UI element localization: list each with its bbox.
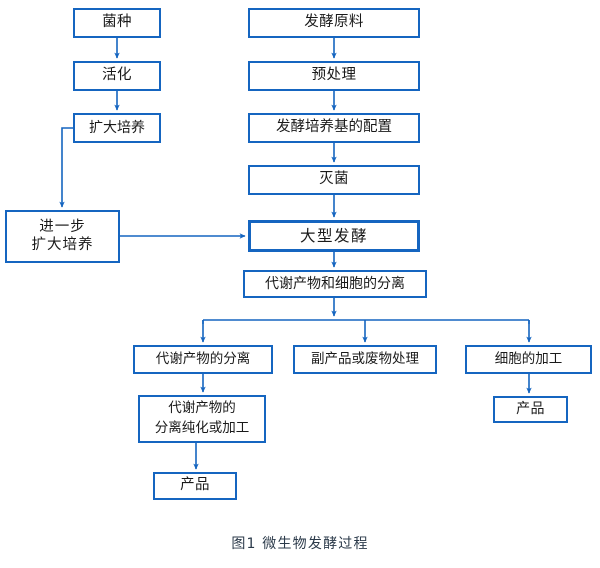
node-pretreatment[interactable]: 预处理 (248, 61, 420, 91)
node-separation[interactable]: 代谢产物和细胞的分离 (243, 270, 427, 298)
figure-caption: 图1 微生物发酵过程 (231, 536, 369, 552)
node-cell-processing[interactable]: 细胞的加工 (465, 345, 592, 374)
node-medium-prep[interactable]: 发酵培养基的配置 (248, 113, 420, 143)
node-activation[interactable]: 活化 (73, 61, 161, 91)
node-product-right[interactable]: 产品 (493, 396, 568, 423)
edge-expand-culture-to-further-expand (59, 127, 73, 208)
node-further-expand-culture[interactable]: 进一步 扩大培养 (5, 210, 120, 263)
node-metabolite-separation[interactable]: 代谢产物的分离 (133, 345, 273, 374)
node-sterilization[interactable]: 灭菌 (248, 165, 420, 195)
node-large-fermentation[interactable]: 大型发酵 (248, 220, 420, 252)
node-raw-material[interactable]: 发酵原料 (248, 8, 420, 38)
node-strain[interactable]: 菌种 (73, 8, 161, 38)
node-product-left[interactable]: 产品 (153, 472, 237, 500)
node-expand-culture[interactable]: 扩大培养 (73, 113, 161, 143)
node-purification[interactable]: 代谢产物的 分离纯化或加工 (138, 395, 266, 443)
node-byproduct-waste[interactable]: 副产品或废物处理 (293, 345, 437, 374)
